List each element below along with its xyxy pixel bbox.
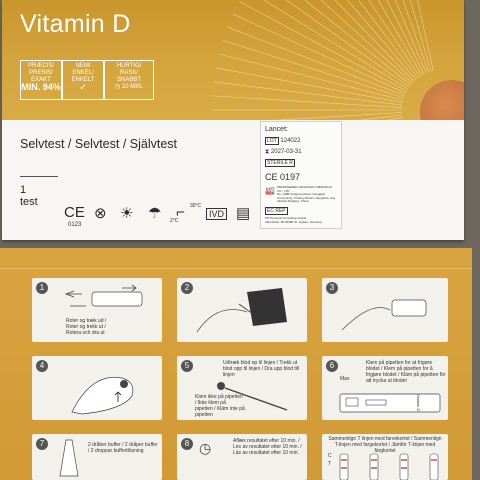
step-number: 7 [36,438,48,450]
step-panel-3: 3 [322,278,448,342]
claim-easy: NEM/ENKEL/ENKELT ✓ [62,60,104,100]
lot-number: 124022 [280,138,301,144]
checkmark-icon: ✓ [79,82,87,92]
ivd-icon: IVD [206,208,228,220]
ec-rep-text: MT Promedt Consulting GmbH Altenhofstr. … [265,216,323,224]
lot-label-sticker: Lancet: LOT 124022 ⧗ 2027-03-31 STERILE … [260,121,342,229]
fold-line [0,268,472,269]
manufacturer-icon: 🏭 [265,186,275,195]
clock-icon: ◷ [115,84,121,90]
sun-ray [227,26,405,96]
step-panel-2: 2 [177,278,307,342]
top-box: Vitamin D PRÆCIS/PRESIS/EXAKT MIN. 94% N… [2,0,464,240]
step-warning-text: Klem ikke på pipetten / Ikke klem på pip… [195,394,245,418]
step-text: Udtræk blod op til linjen / Trekk ut blo… [223,360,300,378]
claim-fast: HURTIG/RASK/SNABBT ◷ 10 MIN. [104,60,154,100]
sterile-tag: STERILE R [265,159,295,167]
sun-ray [213,81,403,106]
subtitle: Selvtest / Selvtest / Självtest [20,137,178,151]
sun-ray [304,0,411,86]
label-brand: Lancet: [265,126,288,133]
sun-ray [239,1,407,92]
keep-dry-icon: ☂ [148,205,162,222]
step-panel-7: 7 2 dråber buffer / 2 dråper buffer / 2 … [32,434,162,480]
sun-ray [212,95,403,108]
sun-ray [222,40,404,99]
sun-ray [285,0,410,88]
buffer-bottle-illustration [59,439,79,477]
white-panel [2,120,464,240]
divider [20,176,58,177]
product-title: Vitamin D [20,10,131,38]
step-text: Klem på pipetten for at frigøre blodet /… [366,360,446,384]
step-panel-9: Sammenlign T linjen med farvekortet / Sa… [322,434,448,480]
sun-ray [417,0,434,72]
manufacturer-text: PROMISEMED HANGZHOU MEDITECH CO., LTD No… [277,185,336,204]
hourglass-icon: ⧗ [265,149,270,155]
bottom-box-instructions: 1 Roter og træk ud / Roter og trekk ut /… [0,248,472,480]
max-label: Max [340,376,350,382]
step-number: 8 [181,438,193,450]
step-panel-5: 5 Udtræk blod op til linjen / Trekk ut b… [177,356,307,420]
consult-instructions-icon: ▤ [236,205,251,222]
sun-ray [358,0,419,79]
sun-ray [218,53,404,101]
sun-ray [402,0,429,73]
sun-ray [320,0,413,84]
timer-icon: ◷ [199,440,212,456]
lot-tag: LOT [265,137,279,145]
sun-ray [334,0,415,82]
sun-ray [386,0,425,75]
label-ce-mark: CE 0197 [265,172,301,182]
expiry-date: 2027-03-31 [270,149,302,155]
sun-ray [215,67,403,103]
result-color-chart [339,453,439,480]
sun-ray [377,0,423,76]
temp-max: 30°C [190,203,202,209]
ec-rep-tag: EC REP [265,207,288,215]
test-count: 1 test [20,184,38,208]
do-not-reuse-icon: ⊗ [94,205,107,222]
test-cassette-illustration [339,393,441,413]
keep-away-from-sunlight-icon: ☀ [120,205,134,222]
lancet-illustration [341,299,427,331]
sun-ray [368,0,421,77]
step-number: 3 [326,282,338,294]
pipette-illustration [217,382,288,411]
claim-precision: PRÆCIS/PRESIS/EXAKT MIN. 94% [20,60,62,100]
sun-ray [347,0,417,80]
ce-number: 0123 [68,222,82,228]
step-number: 6 [326,360,338,372]
rotate-cap-illustration [64,284,143,307]
step-panel-8: 8 Aflæs resultatet efter 10 min. / Les a… [177,434,307,480]
finger-blood-drop-illustration [71,376,134,415]
step-text: Sammenlign T linjen med farvekortet / Sa… [328,436,442,454]
step-panel-1: 1 Roter og træk ud / Roter og trekk ut /… [32,278,162,342]
sun-ray [394,0,427,74]
sun-ray [232,13,406,94]
temp-min: 2°C [170,218,179,224]
step-number: 5 [181,360,193,372]
ce-mark-icon: CE [64,204,85,221]
step-text: 2 dråber buffer / 2 dråper buffer / 2 dr… [88,442,158,454]
step-panel-4: 4 [32,356,162,420]
strip-label: Vitamin D [416,394,421,412]
step-panel-6: 6 Klem på pipetten for at frigøre blodet… [322,356,448,420]
sun-ray [263,0,409,90]
temperature-limit-icon: ⌐ [176,204,185,221]
step-text: Aflæs resultatet efter 10 min. / Les av … [233,438,302,456]
step-number: 2 [181,282,193,294]
alcohol-swab-illustration [196,288,287,333]
sun-ray [410,0,432,72]
step-number: 4 [36,360,48,372]
step-text: Roter og træk ud / Roter og trekk ut / R… [66,318,107,336]
step-number: 1 [36,282,48,294]
